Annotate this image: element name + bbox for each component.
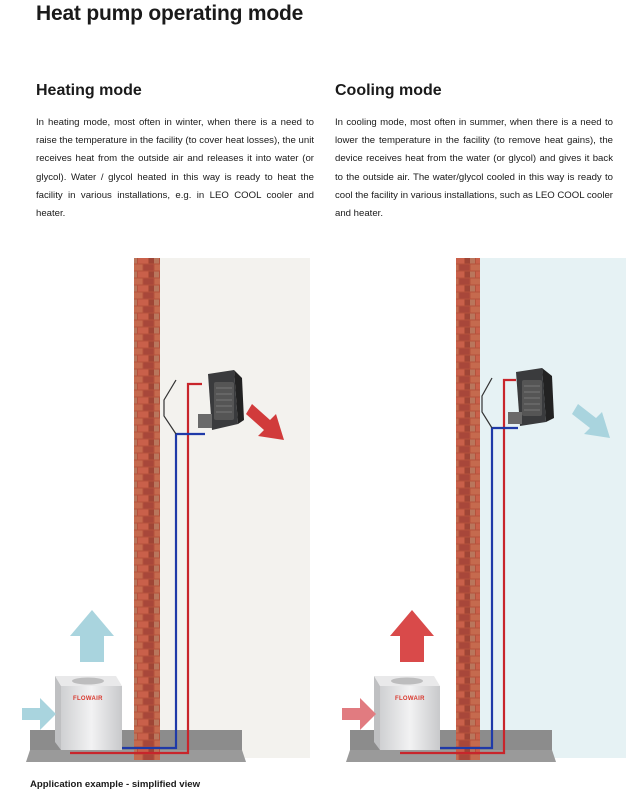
ground-slab (346, 750, 556, 762)
heating-mode-description: In heating mode, most often in winter, w… (36, 117, 314, 220)
brick-wall-icon (134, 258, 160, 760)
heating-mode-diagram (22, 258, 310, 762)
indoor-room (480, 258, 626, 758)
exhaust-air-arrow-icon (70, 610, 114, 662)
figure-caption: Application example - simplified view (30, 779, 201, 790)
air-heater-unit-icon (198, 370, 244, 430)
return-pipe (70, 432, 205, 750)
intake-air-arrow-icon (342, 698, 376, 730)
brick-wall-icon (456, 258, 480, 760)
heating-mode-title: Heating mode (36, 82, 142, 99)
indoor-room (160, 258, 310, 758)
indoor-airflow-arrow-icon (246, 404, 284, 440)
unit-logo: FLOWAIR (395, 696, 425, 702)
heat-pump-unit-icon (55, 676, 122, 750)
exhaust-air-arrow-icon (390, 610, 434, 662)
supply-pipe (70, 382, 202, 755)
return-pipe (400, 426, 518, 750)
air-heater-unit-icon (508, 368, 554, 426)
page-title: Heat pump operating mode (36, 2, 304, 25)
cooling-mode-diagram (342, 258, 626, 762)
supply-pipe (400, 378, 516, 755)
heat-pump-unit-icon (374, 676, 440, 750)
indoor-airflow-arrow-icon (572, 404, 610, 438)
cooling-mode-title: Cooling mode (335, 82, 442, 99)
intake-air-arrow-icon (22, 698, 56, 730)
cooling-mode-description: In cooling mode, most often in summer, w… (335, 117, 613, 220)
unit-logo: FLOWAIR (73, 696, 103, 702)
